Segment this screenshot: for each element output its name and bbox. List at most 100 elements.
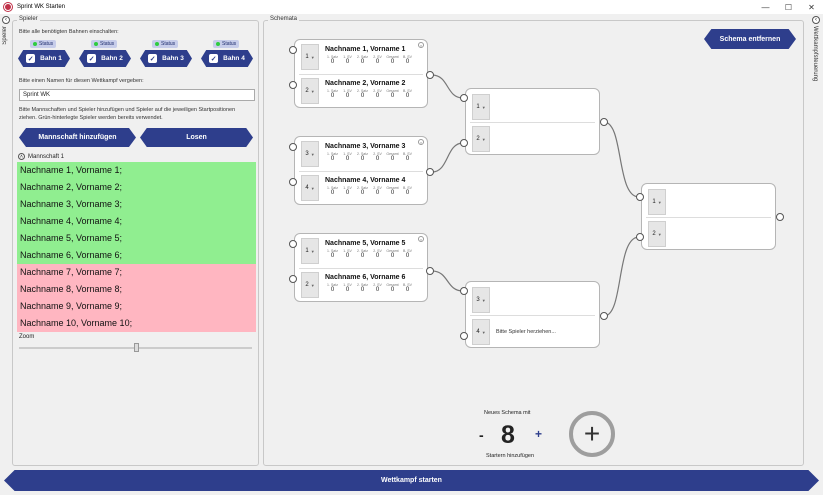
drag-player-hint: Bitte Spieler herziehen... [496, 329, 556, 335]
close-icon[interactable]: × [418, 139, 424, 145]
close-icon[interactable]: × [418, 236, 424, 242]
position-select[interactable]: 1▼ [472, 94, 490, 120]
input-node[interactable] [460, 332, 468, 340]
collapse-up-icon[interactable]: ˄ [18, 153, 25, 160]
player-name: Nachname 2, Vorname 2 [325, 80, 406, 87]
position-select[interactable]: 2▼ [301, 78, 319, 104]
close-icon[interactable]: × [418, 42, 424, 48]
player-item-free[interactable]: Nachname 9, Vorname 9; [17, 298, 256, 315]
chevron-down-icon: ▼ [310, 151, 315, 157]
team-header[interactable]: ˄ Mannschaft 1 [18, 153, 64, 160]
output-node[interactable] [776, 213, 784, 221]
position-select[interactable]: 2▼ [301, 272, 319, 298]
input-node[interactable] [289, 143, 297, 151]
team-name: Mannschaft 1 [28, 153, 65, 160]
position-select[interactable]: 4▼ [472, 319, 490, 345]
player-item-used[interactable]: Nachname 6, Vorname 6; [17, 247, 256, 264]
app-logo-icon [4, 3, 12, 11]
player-item-free[interactable]: Nachname 7, Vorname 7; [17, 264, 256, 281]
increment-button[interactable]: + [535, 427, 543, 441]
output-node[interactable] [600, 312, 608, 320]
bahn-2-group: Status ✓Bahn 2 [79, 40, 131, 70]
player-name: Nachname 6, Vorname 6 [325, 274, 406, 281]
input-node[interactable] [289, 46, 297, 54]
output-node[interactable] [426, 168, 434, 176]
bahnen-hint: Bitte alle benötigten Bahnen einschalten… [19, 29, 119, 35]
bahn-1-toggle[interactable]: ✓Bahn 1 [18, 50, 70, 67]
input-node[interactable] [289, 240, 297, 248]
control-rail[interactable]: ‹ Wettkampfsteuerung [811, 14, 821, 466]
position-select[interactable]: 1▼ [301, 44, 319, 70]
position-select[interactable]: 3▼ [301, 141, 319, 167]
position-select[interactable]: 4▼ [301, 175, 319, 201]
final-match-card: 1▼ 2▼ [641, 183, 776, 250]
input-node[interactable] [289, 178, 297, 186]
checkbox-checked-icon: ✓ [209, 54, 219, 63]
spieler-rail-label: Spieler [2, 26, 8, 45]
player-item-used[interactable]: Nachname 4, Vorname 4; [17, 213, 256, 230]
add-team-button[interactable]: Mannschaft hinzufügen [19, 128, 136, 147]
starter-count: 8 [501, 421, 515, 449]
chevron-down-icon: ▼ [481, 329, 486, 335]
input-node[interactable] [636, 193, 644, 201]
status-dot-icon [216, 42, 220, 46]
position-select[interactable]: 1▼ [301, 238, 319, 264]
collapse-left-icon[interactable]: ‹ [2, 16, 10, 24]
remove-schema-button[interactable]: Schema entfernen [704, 29, 796, 49]
spieler-rail[interactable]: ‹ Spieler [1, 14, 11, 466]
player-item-used[interactable]: Nachname 3, Vorname 3; [17, 196, 256, 213]
player-name: Nachname 3, Vorname 3 [325, 143, 406, 150]
bahn-status-badge: Status [152, 40, 179, 48]
maximize-button[interactable]: ☐ [784, 2, 793, 12]
input-node[interactable] [289, 275, 297, 283]
position-select[interactable]: 2▼ [648, 221, 666, 247]
bahn-3-toggle[interactable]: ✓Bahn 3 [140, 50, 192, 67]
competition-name-input[interactable]: Sprint WK [19, 89, 255, 101]
decrement-button[interactable]: - [479, 427, 484, 443]
input-node[interactable] [460, 287, 468, 295]
input-node[interactable] [460, 94, 468, 102]
chevron-down-icon: ▼ [657, 199, 662, 205]
output-node[interactable] [426, 267, 434, 275]
player-list: Nachname 1, Vorname 1; Nachname 2, Vorna… [17, 162, 256, 332]
player-item-used[interactable]: Nachname 2, Vorname 2; [17, 179, 256, 196]
player-item-free[interactable]: Nachname 10, Vorname 10; [17, 315, 256, 332]
draw-button[interactable]: Losen [140, 128, 253, 147]
name-hint: Bitte einen Namen für diesen Wettkampf v… [19, 78, 144, 84]
add-schema-button[interactable]: + [569, 411, 615, 457]
output-node[interactable] [426, 71, 434, 79]
bahn-status-badge: Status [91, 40, 118, 48]
status-dot-icon [33, 42, 37, 46]
divider [470, 122, 595, 123]
input-node[interactable] [460, 139, 468, 147]
player-item-free[interactable]: Nachname 8, Vorname 8; [17, 281, 256, 298]
checkbox-checked-icon: ✓ [148, 54, 158, 63]
divider [470, 315, 595, 316]
minimize-button[interactable]: — [761, 2, 770, 12]
position-select[interactable]: 2▼ [472, 126, 490, 152]
position-select[interactable]: 3▼ [472, 287, 490, 313]
player-item-used[interactable]: Nachname 1, Vorname 1; [17, 162, 256, 179]
player-item-used[interactable]: Nachname 5, Vorname 5; [17, 230, 256, 247]
close-button[interactable]: ✕ [808, 2, 815, 12]
chevron-down-icon: ▼ [481, 136, 486, 142]
expand-right-icon[interactable]: ‹ [812, 16, 820, 24]
plus-icon: + [583, 418, 601, 449]
position-select[interactable]: 1▼ [648, 189, 666, 215]
input-node[interactable] [289, 81, 297, 89]
bahn-4-toggle[interactable]: ✓Bahn 4 [201, 50, 253, 67]
output-node[interactable] [600, 118, 608, 126]
player-name: Nachname 1, Vorname 1 [325, 46, 406, 53]
zoom-slider-thumb[interactable] [133, 343, 139, 352]
bahn-2-toggle[interactable]: ✓Bahn 2 [79, 50, 131, 67]
input-node[interactable] [636, 233, 644, 241]
zoom-label: Zoom [19, 334, 35, 340]
chevron-down-icon: ▼ [481, 297, 486, 303]
team-hint-line-2: ziehen. Grün-hinterlegte Spieler werden … [19, 115, 163, 121]
start-competition-button[interactable]: Wettkampf starten [4, 470, 819, 491]
